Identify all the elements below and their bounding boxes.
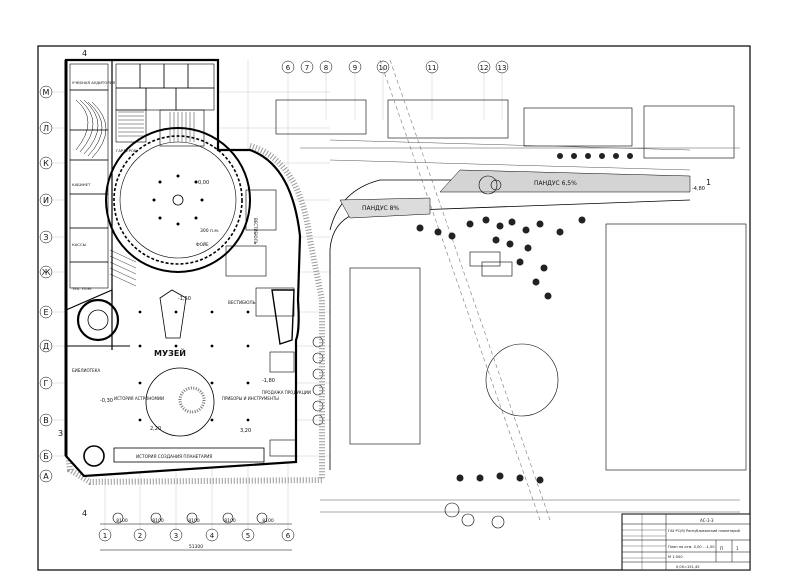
title-block: АС-1-3 ГАУ РС(Я) Республиканский планета… [621, 513, 751, 571]
office-label: КАБИНЕТ [72, 182, 91, 187]
grid-col-label: 13 [498, 64, 507, 72]
ramp-lower-label: ПАНДУС 8% [362, 205, 399, 212]
grid-col-label: 11 [428, 64, 437, 72]
existing-building [643, 105, 735, 159]
grid-col-label: 6 [286, 532, 291, 540]
section-number: 3 [58, 429, 63, 438]
level-mark: 3,20 [240, 428, 251, 434]
grid-col-label: 1 [103, 532, 107, 540]
instruments-label: ПРИБОРЫ И ИНСТРУМЕНТЫ [222, 396, 279, 401]
existing-building [605, 223, 747, 471]
foyer-label: ФОЙЕ [196, 242, 209, 247]
dimension-label: 8100 [224, 518, 236, 524]
tech-room-label: ТЕХ. ПОМ. [71, 286, 92, 291]
history-exhibit-label: ИСТОРИЯ СОЗДАНИЯ ПЛАНЕТАРИЯ [136, 454, 212, 459]
ramp-upper: ПАНДУС 6,5% [439, 169, 691, 193]
grid-row-label: Г [44, 379, 49, 388]
history-exhibit-strip: ИСТОРИЯ СОЗДАНИЯ ПЛАНЕТАРИЯ [113, 447, 265, 463]
dimension-label: 8100 [152, 518, 164, 524]
grid-row-label: В [43, 416, 49, 425]
grid-row-label: Б [43, 452, 49, 461]
grid-row-labels: М Л К И З Ж Е Д Г В Б А [42, 88, 51, 481]
grid-col-labels-bottom: 1 2 3 4 5 6 [103, 532, 291, 540]
planetarium-hall-label: 300 п.м. [200, 228, 219, 234]
grid-row-label: Ж [42, 268, 51, 277]
existing-building [481, 261, 513, 277]
elevation-note: 0,00=151,45 [676, 565, 700, 569]
dimension-label: 8100 [188, 518, 200, 524]
grid-col-label: 4 [210, 532, 215, 540]
grid-col-label: 2 [138, 532, 142, 540]
grid-axes-cols-top [281, 60, 509, 74]
dimension-label: 8100 [262, 518, 274, 524]
section-mark: 4 [82, 509, 87, 518]
lecture-seating [75, 99, 107, 159]
scale-label: М 1:500 [668, 555, 683, 559]
drawing-code: АС-1-3 [700, 518, 714, 523]
museum-label: МУЗЕЙ [154, 347, 186, 358]
grid-col-label: 9 [353, 64, 357, 72]
dimension-lines [100, 523, 292, 551]
products-label: ПРОДАЖА ПРОДУКЦИИ [262, 390, 311, 395]
grid-row-label: И [43, 196, 49, 205]
project-name: ГАУ РС(Я) Республиканский планетарий [668, 529, 740, 533]
round-plaza [485, 343, 559, 417]
stair-tower [76, 298, 120, 467]
planetarium-dome: 300 п.м. [105, 127, 251, 273]
grid-row-label: З [43, 233, 48, 242]
level-mark: -4,80 [692, 186, 705, 192]
grid-axes-cols-bottom [98, 528, 295, 542]
lecture-label: УЧЕБНАЯ АУДИТОРИЯ [72, 80, 115, 85]
stage-label: П [720, 546, 723, 551]
existing-building [523, 107, 633, 147]
section-mark: 4 [82, 49, 87, 58]
trees [416, 153, 633, 484]
service-rooms [69, 63, 297, 457]
grid-col-label: 6 [286, 64, 291, 72]
grid-row-label: Е [43, 308, 48, 317]
history-astronomy-label: ИСТОРИЯ АСТРОНОМИИ [114, 396, 164, 401]
room-labels: МУЗЕЙ ВЕСТИБЮЛЬ ВЕСТИБЮЛЬ ФОЙЕ ПРИБОРЫ И… [71, 80, 311, 401]
vestibule-label: ВЕСТИБЮЛЬ [253, 218, 258, 245]
existing-building [469, 251, 501, 267]
grid-col-labels-top: 6 7 8 9 10 11 12 13 [286, 64, 507, 72]
ramp-upper-label: ПАНДУС 6,5% [534, 180, 577, 187]
level-mark: -1,50 [178, 296, 191, 302]
site-context [275, 59, 747, 521]
dimension-total: 51300 [189, 544, 203, 550]
structural-columns [138, 310, 250, 422]
grid-row-label: М [43, 88, 50, 97]
grid-col-label: 5 [246, 532, 250, 540]
staircases [109, 111, 195, 287]
grid-row-label: Л [43, 124, 49, 133]
level-mark: 2,20 [150, 426, 161, 432]
grid-row-label: А [43, 472, 49, 481]
grid-col-label: 12 [480, 64, 489, 72]
library-label: БИБЛИОТЕКА [72, 368, 100, 373]
level-marks: 0,00 -0,30 -1,50 -1,80 2,20 3,20 -4,80 [100, 180, 705, 434]
level-mark: 0,00 [198, 180, 209, 186]
existing-building [349, 267, 421, 445]
vestibule-label: ВЕСТИБЮЛЬ [228, 300, 256, 305]
level-mark: -0,30 [100, 398, 113, 404]
cashier-label: КАССЫ [72, 242, 86, 247]
ramp-lower: ПАНДУС 8% [339, 197, 431, 219]
grid-col-label: 3 [174, 532, 178, 540]
existing-building [275, 99, 367, 135]
sheet-frame [37, 45, 751, 571]
museum-rotunda [145, 289, 295, 437]
level-mark: -1,80 [262, 378, 275, 384]
existing-building [387, 99, 509, 139]
sheet-number: 1 [736, 546, 739, 551]
sheet-title: План на отм. 0,00 - -1,50 [668, 545, 715, 549]
wardrobe-label: ГАРДЕРОБ [116, 148, 137, 153]
section-marks: 4 4 3 1 [58, 49, 711, 518]
grid-col-label: 8 [324, 64, 328, 72]
grid-col-label: 7 [305, 64, 309, 72]
grid-row-label: К [43, 159, 49, 168]
grid-row-label: Д [43, 342, 49, 351]
side-mark: 1 [706, 178, 711, 187]
